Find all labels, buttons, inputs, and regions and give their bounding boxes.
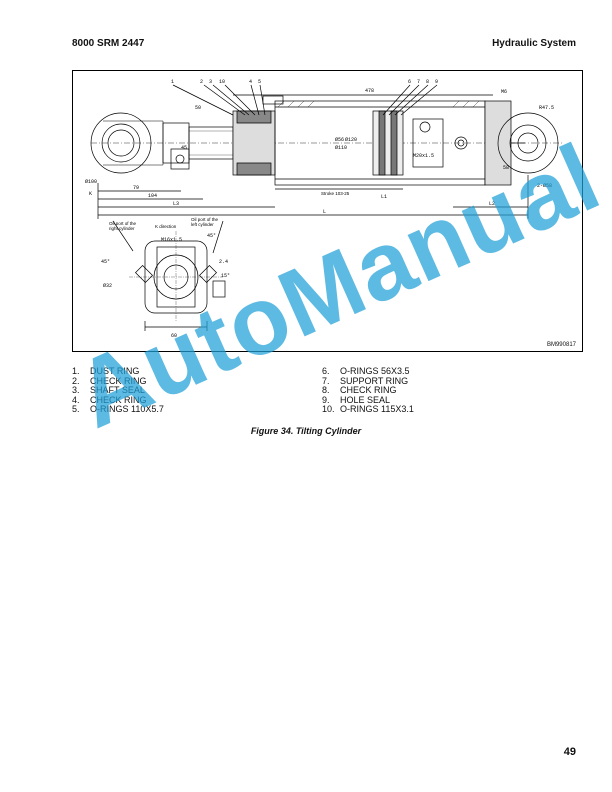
dim-m6: M6 [501, 89, 507, 95]
dim-phi58: 2-Ø58 [537, 182, 552, 189]
item-name: CHECK RING [340, 385, 397, 396]
item-number: 4. [72, 394, 80, 405]
dim-r47: R47.5 [539, 105, 554, 111]
callout-8: 8 [426, 79, 429, 85]
item-name: O-RINGS 56X3.5 [340, 366, 410, 376]
item-name: SHAFT SEAL [90, 385, 145, 396]
note-oil-right-2: right cylinder [109, 226, 135, 231]
list-item: 5. O-RINGS 110X5.7 [72, 405, 164, 415]
dim-stroke: Stroke 103-25 [321, 191, 350, 196]
item-number: 2. [72, 375, 80, 386]
figure-tilting-cylinder: 1 2 3 10 4 5 6 7 8 9 478 M6 R47.5 50 45 … [72, 70, 583, 352]
dim-k: K [89, 191, 92, 197]
dim-79: 79 [133, 185, 139, 191]
dim-50: 50 [195, 105, 201, 111]
callout-9: 9 [435, 79, 438, 85]
item-number: 5. [72, 404, 80, 415]
item-name: CHECK RING [90, 375, 147, 386]
item-number: 8. [322, 385, 330, 396]
dim-phi120: Ø120 [345, 136, 357, 143]
item-name: O-RINGS 115X3.1 [340, 404, 414, 415]
callout-10: 10 [219, 79, 225, 85]
list-item: 7. SUPPORT RING [322, 375, 414, 387]
item-number: 3. [72, 385, 80, 396]
list-item: 3. SHAFT SEAL [72, 385, 164, 396]
list-item: 6. O-RINGS 56X3.5 [322, 366, 414, 377]
callout-7: 7 [417, 79, 420, 85]
callout-6: 6 [408, 79, 411, 85]
dim-60: 60 [171, 333, 177, 339]
item-number: 9. [322, 394, 330, 405]
item-name: SUPPORT RING [340, 375, 409, 386]
dim-45deg-left: 45° [101, 259, 110, 265]
header-section-title: Hydraulic System [492, 38, 576, 49]
header-doc-id: 8000 SRM 2447 [72, 38, 145, 49]
dim-478: 478 [365, 88, 374, 94]
dim-phi32: Ø32 [103, 282, 112, 289]
list-item: 1. DUST RING [72, 366, 164, 377]
page-number: 49 [563, 746, 576, 758]
dim-phi100: Ø100 [85, 178, 97, 185]
callout-5: 5 [258, 79, 261, 85]
dim-m20: M20x1.5 [413, 153, 434, 159]
list-item: 9. HOLE SEAL [322, 394, 414, 406]
parts-list-left: 1. DUST RING 2. CHECK RING 3. SHAFT SEAL 4.… [72, 366, 164, 415]
dim-phi110: Ø110 [335, 144, 347, 151]
list-item: 10. O-RINGS 115X3.1 [322, 405, 414, 415]
dim-l3: L3 [173, 201, 179, 207]
parts-list-right: 6. O-RINGS 56X3.5 7. SUPPORT RING 8. CHECK … [322, 366, 414, 415]
item-name: CHECK RING [90, 394, 147, 405]
dim-phi56: Ø56 [335, 136, 344, 143]
dim-m16: M16x1.5 [161, 237, 182, 243]
list-item: 2. CHECK RING [72, 375, 164, 387]
item-number: 1. [72, 366, 80, 376]
callout-3: 3 [209, 79, 212, 85]
note-oil-left-2: left cylinder [191, 222, 214, 227]
figure-code: BM990817 [546, 342, 576, 348]
callout-2: 2 [200, 79, 203, 85]
dim-104: 104 [148, 193, 157, 199]
dim-15deg: 15° [221, 273, 230, 279]
note-oil-right-1: Oil port of the [109, 221, 137, 226]
item-number: 6. [322, 366, 330, 376]
cylinder-drawing: 1 2 3 10 4 5 6 7 8 9 478 M6 R47.5 50 45 … [85, 79, 563, 339]
callout-1: 1 [171, 79, 174, 85]
item-name: HOLE SEAL [340, 394, 391, 405]
dim-45: 45 [181, 145, 187, 151]
item-number: 10. [322, 404, 335, 415]
dim-l2: L2 [489, 201, 495, 207]
dim-45deg-right: 45° [207, 233, 216, 239]
list-item: 8. CHECK RING [322, 385, 414, 396]
rod-eye-outer [90, 112, 152, 174]
dim-l1: L1 [381, 194, 387, 200]
note-oil-left-1: Oil port of the [191, 217, 219, 222]
note-k-direction: K direction [155, 224, 177, 229]
list-item: 4. CHECK RING [72, 394, 164, 406]
dim-58: 58 [503, 165, 509, 171]
item-number: 7. [322, 375, 330, 386]
item-name: DUST RING [90, 366, 140, 376]
dim-2-4: 2.4 [219, 259, 228, 265]
item-name: O-RINGS 110X5.7 [90, 404, 164, 415]
figure-caption: Figure 34. Tilting Cylinder [250, 426, 362, 436]
dim-l: L [323, 209, 326, 215]
callout-4: 4 [249, 79, 252, 85]
